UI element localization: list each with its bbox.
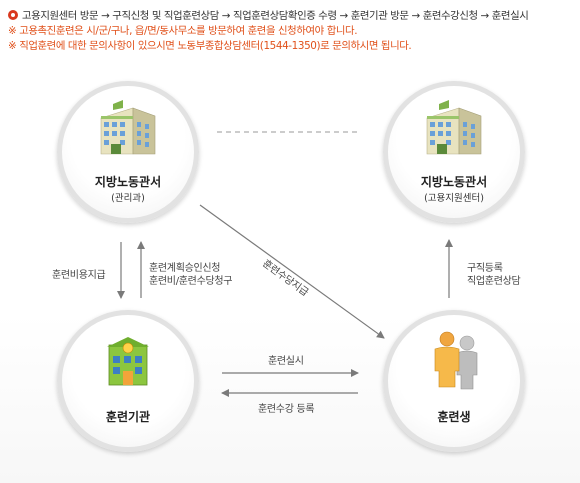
- office-building-icon: [100, 100, 156, 155]
- node-title: 지방노동관서: [420, 175, 488, 189]
- label-cost-payment: 훈련비용지급: [52, 270, 106, 281]
- node-subtitle: (관리과): [111, 193, 145, 204]
- node-subtitle: (고용지원센터): [424, 193, 484, 204]
- label-training-conduct: 훈련실시: [268, 356, 304, 367]
- office-building-icon: [426, 100, 482, 155]
- flow-diagram: 지방노동관서 (관리과) 지방노동관서 (고용지원센터): [0, 60, 580, 483]
- diagram-connectors: [117, 131, 453, 397]
- label-cost-claim: 훈련비/훈련수당청구: [149, 276, 233, 287]
- node-title: 훈련기관: [105, 410, 151, 424]
- bullet-icon: [8, 10, 18, 20]
- label-training-counsel: 직업훈련상담: [467, 276, 521, 287]
- node-trainee: 훈련생: [383, 310, 525, 452]
- node-training-institution: 훈련기관: [57, 310, 199, 452]
- arrow-allowance-payment: [199, 204, 385, 339]
- people-icon: [434, 331, 478, 390]
- process-header: 고용지원센터 방문 → 구직신청 및 직업훈련상담 → 직업훈련상담확인증 수령…: [8, 8, 574, 54]
- school-building-icon: [107, 337, 149, 386]
- note-inquiry: ※ 직업훈련에 대한 문의사항이 있으시면 노동부종합상담센터(1544-135…: [8, 40, 412, 52]
- label-job-registration: 구직등록: [467, 263, 503, 274]
- label-plan-approval: 훈련계획승인신청: [149, 263, 221, 274]
- node-local-office-employment-center: 지방노동관서 (고용지원센터): [383, 81, 525, 223]
- process-steps-text: 고용지원센터 방문 → 구직신청 및 직업훈련상담 → 직업훈련상담확인증 수령…: [22, 10, 529, 22]
- process-steps: 고용지원센터 방문 → 구직신청 및 직업훈련상담 → 직업훈련상담확인증 수령…: [8, 8, 574, 24]
- label-course-registration: 훈련수강 등록: [258, 404, 315, 415]
- node-title: 훈련생: [437, 410, 471, 424]
- note-application: ※ 고용촉진훈련은 시/군/구나, 읍/면/동사무소를 방문하여 훈련을 신청하…: [8, 25, 358, 37]
- node-title: 지방노동관서: [94, 175, 162, 189]
- node-local-office-admin: 지방노동관서 (관리과): [57, 81, 199, 223]
